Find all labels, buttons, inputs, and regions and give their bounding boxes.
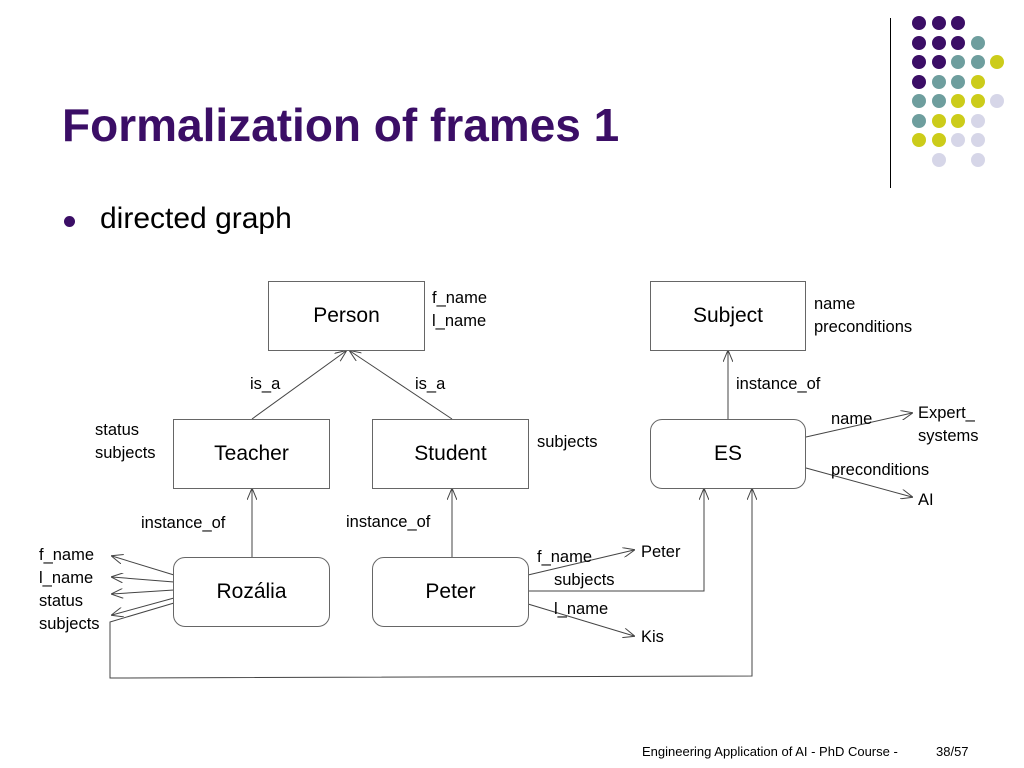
edge-peter-lname bbox=[527, 603, 634, 636]
person-slot-lname: l_name bbox=[432, 312, 487, 330]
decoration-dot bbox=[970, 133, 985, 147]
decoration-dot bbox=[912, 133, 926, 147]
decoration-dot bbox=[931, 113, 946, 128]
edge-rozalia-subjects-to-es bbox=[109, 489, 752, 679]
decoration-dot bbox=[912, 35, 926, 50]
rozalia-slot-fname: f_name bbox=[39, 546, 95, 564]
peter-lname-value: Kis bbox=[641, 628, 664, 646]
edge-peter-fname bbox=[527, 550, 634, 576]
footer-course: Engineering Application of AI - PhD Cour… bbox=[642, 744, 898, 759]
decoration-dot bbox=[931, 74, 946, 89]
es-slot-name: name bbox=[831, 410, 873, 428]
node-peter: Peter bbox=[372, 557, 529, 627]
decoration-dot bbox=[912, 74, 926, 89]
edge-rozalia-status bbox=[112, 590, 175, 594]
decoration-dot bbox=[931, 55, 946, 69]
node-es: ES bbox=[650, 419, 806, 489]
peter-slot-fname: f_name bbox=[537, 548, 593, 566]
peter-fname-value: Peter bbox=[641, 543, 681, 561]
label-instance-of-student: instance_of bbox=[346, 513, 431, 531]
decoration-dot bbox=[951, 55, 965, 69]
decoration-dot bbox=[951, 16, 965, 30]
bullet-text: directed graph bbox=[100, 202, 292, 235]
subject-slot-preconditions: preconditions bbox=[814, 318, 913, 336]
decoration-dot bbox=[912, 16, 926, 30]
edge-rozalia-subjects-up bbox=[112, 597, 175, 615]
decoration-dot bbox=[931, 16, 946, 30]
decoration-dot bbox=[951, 113, 965, 128]
decoration-dot bbox=[912, 94, 926, 108]
es-slot-preconditions: preconditions bbox=[831, 461, 930, 479]
node-person: Person bbox=[268, 281, 425, 351]
footer-page-number: 38/57 bbox=[936, 744, 969, 759]
edge-teacher-isa-person bbox=[251, 351, 346, 420]
node-teacher: Teacher bbox=[173, 419, 330, 489]
edge-rozalia-fname bbox=[112, 556, 175, 576]
person-slot-fname: f_name bbox=[432, 289, 488, 307]
decoration-dot bbox=[951, 94, 965, 108]
rozalia-slot-lname: l_name bbox=[39, 569, 94, 587]
rozalia-slot-status: status bbox=[39, 592, 84, 610]
decoration-dot bbox=[990, 55, 1004, 69]
decoration-dot bbox=[970, 55, 985, 69]
teacher-slot-subjects: subjects bbox=[95, 444, 156, 462]
bullet-dot bbox=[64, 216, 75, 227]
es-preconditions-value: AI bbox=[918, 491, 934, 509]
decoration-dot bbox=[931, 152, 946, 167]
node-subject: Subject bbox=[650, 281, 806, 351]
decoration-dot bbox=[951, 35, 965, 50]
peter-slot-lname: l_name bbox=[554, 600, 609, 618]
decoration-dot bbox=[970, 74, 985, 89]
decoration-dot bbox=[990, 94, 1004, 108]
decoration-dot bbox=[970, 152, 985, 167]
node-student: Student bbox=[372, 419, 529, 489]
es-name-value-line1: Expert_ bbox=[918, 404, 975, 422]
label-instance-of-teacher: instance_of bbox=[141, 514, 226, 532]
decoration-dot bbox=[931, 94, 946, 108]
edge-es-name bbox=[805, 413, 912, 438]
slide-title: Formalization of frames 1 bbox=[62, 99, 620, 151]
decoration-vertical-rule bbox=[890, 18, 891, 188]
edge-student-isa-person bbox=[350, 351, 453, 420]
decoration-dot bbox=[912, 113, 926, 128]
decoration-dot bbox=[931, 133, 946, 147]
es-name-value-line2: systems bbox=[918, 427, 979, 445]
student-slot-subjects: subjects bbox=[537, 433, 598, 451]
decoration-dot bbox=[970, 113, 985, 128]
subject-slot-name: name bbox=[814, 295, 856, 313]
node-rozalia: Rozália bbox=[173, 557, 330, 627]
label-is-a-right: is_a bbox=[415, 375, 446, 393]
edge-peter-subjects-to-es bbox=[528, 489, 704, 592]
rozalia-slot-subjects: subjects bbox=[39, 615, 100, 633]
decoration-dot bbox=[951, 74, 965, 89]
label-is-a-left: is_a bbox=[250, 375, 281, 393]
edge-es-preconditions bbox=[805, 467, 912, 497]
decoration-dot bbox=[912, 55, 926, 69]
teacher-slot-status: status bbox=[95, 421, 140, 439]
peter-slot-subjects: subjects bbox=[554, 571, 615, 589]
decoration-dot bbox=[931, 35, 946, 50]
label-instance-of-subject: instance_of bbox=[736, 375, 821, 393]
decoration-dot bbox=[951, 133, 965, 147]
edge-rozalia-lname bbox=[112, 577, 175, 582]
decoration-dot bbox=[970, 94, 985, 108]
decoration-dot bbox=[970, 35, 985, 50]
